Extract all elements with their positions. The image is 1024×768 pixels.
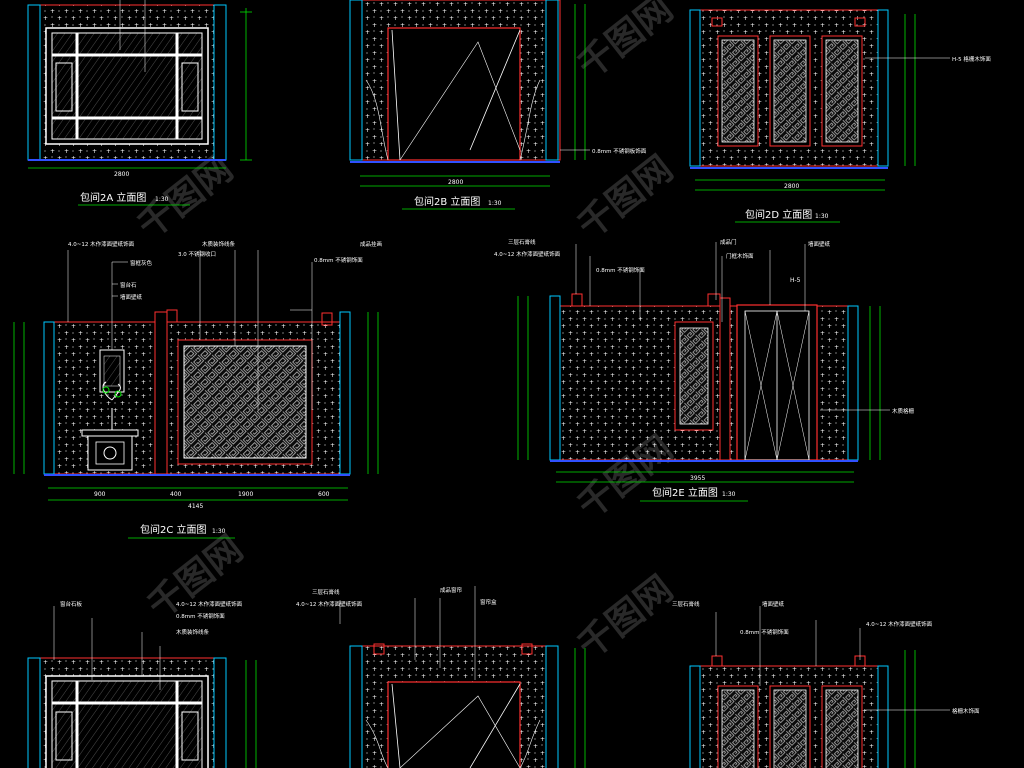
annotation: 窗台石 — [120, 281, 137, 289]
annotation: 窗帘盒 — [480, 598, 497, 606]
annotation: 三层石膏线 — [508, 238, 536, 246]
elevation-2c: 900 400 1900 600 4145 4.0~12 木作漆面壁纸饰面 窗框… — [13, 240, 382, 539]
drawing-scale: 1:30 — [155, 196, 169, 203]
watermark-text: 千图网 — [130, 148, 240, 247]
annotation: 格栅木饰面 — [952, 707, 980, 715]
dim-total: 2800 — [114, 171, 129, 178]
drawing-title: 包间2D 立面图 — [745, 208, 812, 221]
annotation: 0.8mm 不锈钢饰面 — [740, 628, 789, 636]
elevation-2a: 2800 包间2A 立面图 1:30 — [27, 0, 252, 206]
annotation: 4.0~12 木作漆面壁纸饰面 — [296, 600, 363, 608]
annotation: 4.0~12 木作漆面壁纸饰面 — [866, 620, 933, 628]
annotation: 成品挂画 — [360, 240, 382, 248]
elevation-2d: H-5 格栅木饰面 2800 包间2D 立面图 1:30 — [689, 9, 991, 223]
drawing-scale: 1:30 — [722, 491, 736, 498]
watermark-text: 千图网 — [570, 568, 680, 667]
drawing-title: 包间2E 立面图 — [652, 486, 718, 499]
annotation: 木质装饰线条 — [176, 628, 210, 636]
dim-total: 2800 — [784, 183, 799, 190]
annotation: 墙面壁纸 — [808, 240, 831, 248]
dim-total: 3955 — [690, 475, 705, 482]
annotation: H-5 格栅木饰面 — [952, 55, 991, 63]
annotation: 4.0~12 木作漆面壁纸饰面 — [68, 240, 135, 248]
drawing-scale: 1:30 — [212, 528, 226, 535]
annotation: 三层石膏线 — [672, 600, 700, 608]
annotation: 成品窗帘 — [440, 586, 463, 594]
annotation: 墙面壁纸 — [762, 600, 785, 608]
drawing-title: 包间2A 立面图 — [80, 191, 146, 204]
dim-segment: 900 — [94, 491, 106, 498]
dim-total: 4145 — [188, 503, 203, 510]
annotation: 0.8mm 不锈钢饰面 — [314, 256, 363, 264]
elevation-2g: 三层石膏线 4.0~12 木作漆面壁纸饰面 成品窗帘 窗帘盒 — [296, 586, 586, 768]
dim-total: 2800 — [448, 179, 463, 186]
drawing-scale: 1:30 — [488, 200, 502, 207]
annotation: 墙面壁纸 — [120, 293, 143, 301]
annotation: 窗台石板 — [60, 600, 83, 608]
annotation: 木质装饰线条 — [202, 240, 236, 248]
annotation: 窗框灰色 — [130, 259, 153, 267]
annotation: 门框木饰面 — [726, 252, 754, 260]
elevation-2e: 3955 H-5 三层石膏线 4.0~12 木作漆面壁纸饰面 0.8mm 不锈钢… — [494, 238, 915, 502]
annotation: 0.8mm 不锈钢板饰面 — [592, 147, 647, 155]
elevation-2h: 三层石膏线 墙面壁纸 0.8mm 不锈钢饰面 4.0~12 木作漆面壁纸饰面 格… — [672, 600, 980, 768]
drawing-scale: 1:30 — [815, 213, 829, 220]
elevation-2f: 窗台石板 4.0~12 木作漆面壁纸饰面 0.8mm 不锈钢饰面 木质装饰线条 — [27, 600, 257, 768]
door-tag: H-5 — [790, 277, 801, 284]
annotation: 0.8mm 不锈钢饰面 — [596, 266, 645, 274]
watermark-text: 千图网 — [570, 148, 680, 247]
annotation: 3.0 不锈钢收口 — [178, 250, 216, 258]
watermark-text: 千图网 — [570, 0, 680, 87]
drawing-title: 包间2C 立面图 — [140, 523, 207, 536]
annotation: 4.0~12 木作漆面壁纸饰面 — [494, 250, 561, 258]
dim-segment: 1900 — [238, 491, 253, 498]
elevation-2b: 2800 0.8mm 不锈钢板饰面 包间2B 立面图 1:30 — [349, 0, 647, 210]
annotation: 木质格栅 — [892, 407, 915, 415]
annotation: 0.8mm 不锈钢饰面 — [176, 612, 225, 620]
drawing-title: 包间2B 立面图 — [414, 195, 480, 208]
dim-segment: 400 — [170, 491, 182, 498]
annotation: 4.0~12 木作漆面壁纸饰面 — [176, 600, 243, 608]
annotation: 三层石膏线 — [312, 588, 340, 596]
annotation: 成品门 — [720, 238, 737, 246]
dim-segment: 600 — [318, 491, 330, 498]
watermark-text: 千图网 — [140, 528, 250, 627]
